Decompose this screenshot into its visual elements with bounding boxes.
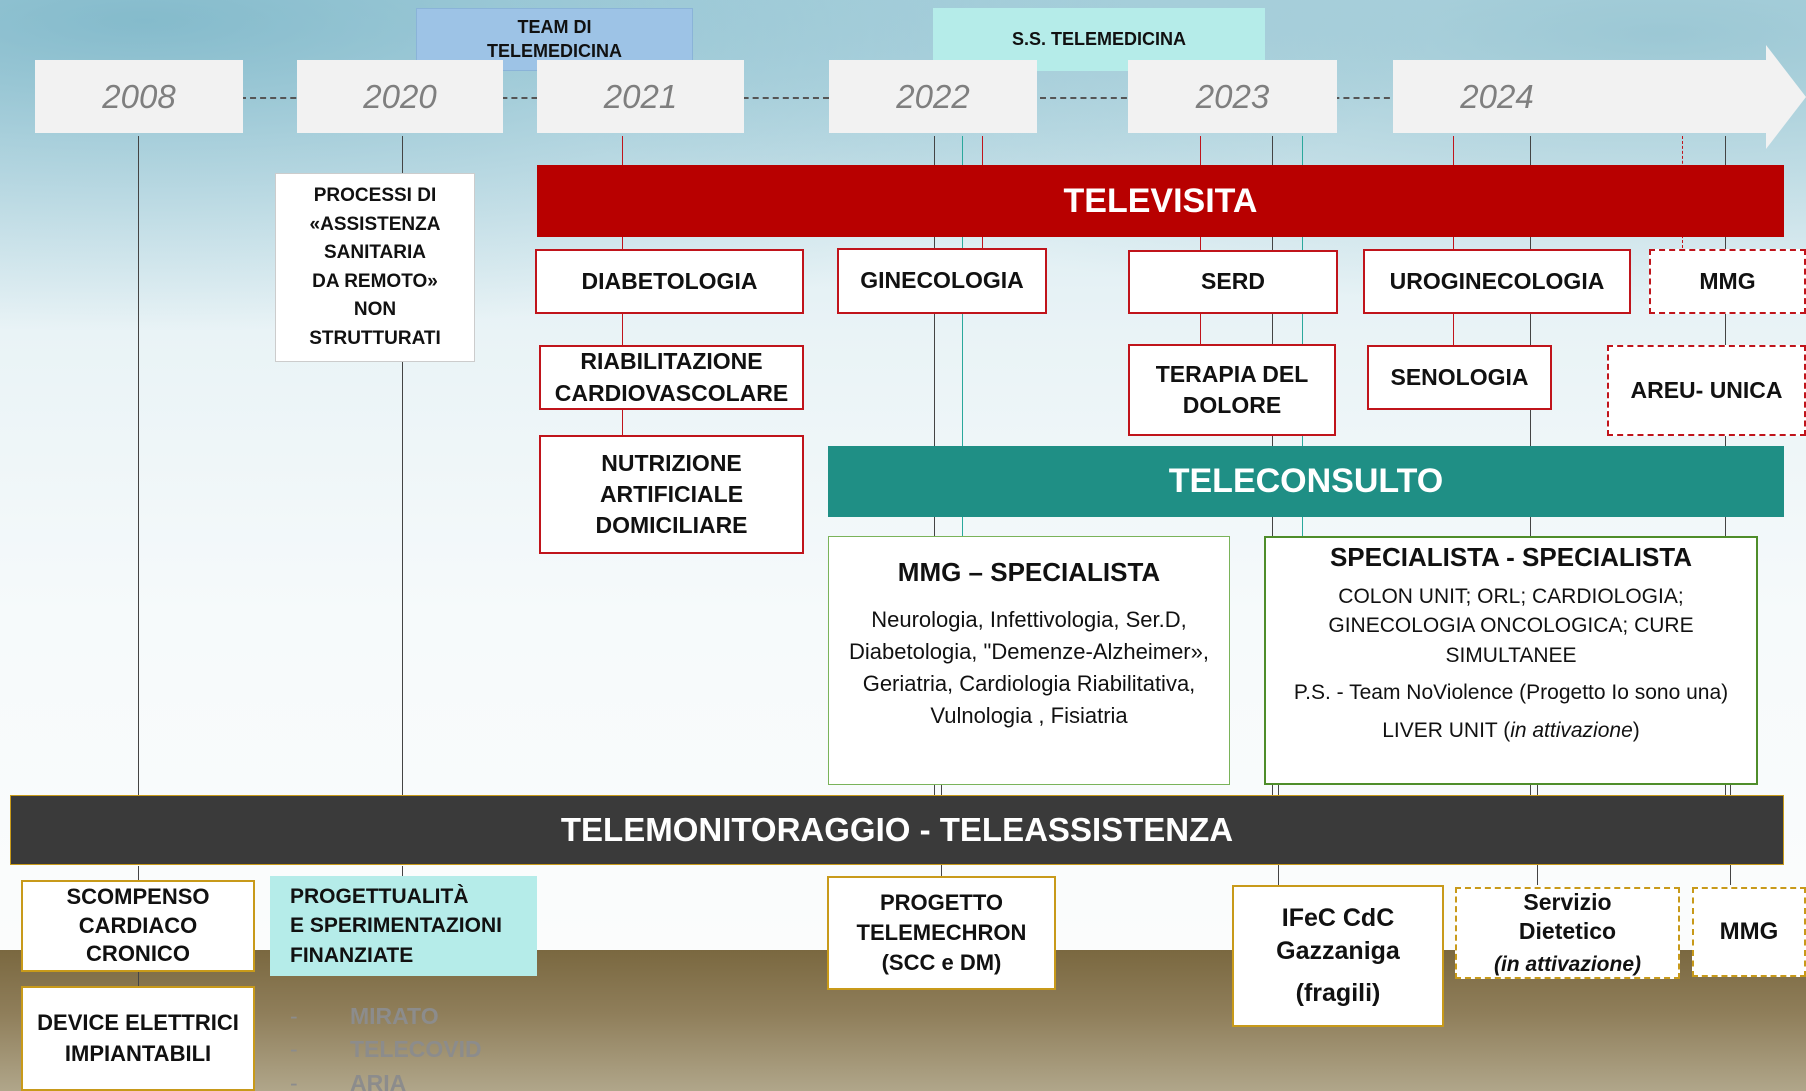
liver-unit-text: LIVER UNIT ( bbox=[1382, 718, 1511, 742]
servizio-dietetico-box: Servizio Dietetico (in attivazione) bbox=[1455, 887, 1680, 979]
uroginecologia-text: UROGINECOLOGIA bbox=[1389, 267, 1605, 294]
telemonitoraggio-title: TELEMONITORAGGIO - TELEASSISTENZA bbox=[560, 811, 1234, 848]
processi-text: PROCESSI DI «ASSISTENZA SANITARIA DA REM… bbox=[309, 185, 441, 349]
telemechron-box: PROGETTO TELEMECHRON (SCC e DM) bbox=[827, 876, 1056, 990]
riabilitazione-text: RIABILITAZIONE CARDIOVASCOLARE bbox=[554, 348, 789, 406]
serd-box: SERD bbox=[1128, 250, 1338, 314]
diabetologia-box: DIABETOLOGIA bbox=[535, 249, 804, 314]
connector-2023-a bbox=[1200, 136, 1201, 350]
areu-box: AREU- UNICA bbox=[1607, 345, 1806, 436]
ginecologia-box: GINECOLOGIA bbox=[837, 248, 1047, 314]
connector-2022-b bbox=[962, 136, 963, 536]
terapia-dolore-text: TERAPIA DEL DOLORE bbox=[1155, 360, 1309, 418]
senologia-box: SENOLOGIA bbox=[1367, 345, 1552, 410]
mmg-televisita-text: MMG bbox=[1699, 267, 1756, 294]
specialista-line3: LIVER UNIT (in attivazione) bbox=[1266, 716, 1756, 745]
connector-2020 bbox=[402, 136, 403, 796]
mmg-specialista-body: Neurologia, Infettivologia, Ser.D, Diabe… bbox=[849, 607, 1209, 728]
mmg-televisita-box: MMG bbox=[1649, 249, 1806, 314]
list-item: -TELECOVID bbox=[290, 1036, 482, 1063]
diabetologia-text: DIABETOLOGIA bbox=[581, 267, 758, 294]
connector-2021-lower bbox=[622, 236, 623, 448]
year-2021-text: 2021 bbox=[603, 77, 678, 115]
liver-unit-note: in attivazione bbox=[1510, 718, 1633, 742]
teleconsulto-band: TELECONSULTO bbox=[828, 446, 1784, 517]
specialista-specialista-title: SPECIALISTA - SPECIALISTA bbox=[1329, 542, 1693, 572]
servizio-dietetico-note: (in attivazione) bbox=[1493, 952, 1641, 976]
ifec-text: IFeC CdC Gazzaniga bbox=[1276, 904, 1400, 965]
ifec-box: IFeC CdC Gazzaniga (fragili) bbox=[1232, 885, 1444, 1027]
processi-box: PROCESSI DI «ASSISTENZA SANITARIA DA REM… bbox=[275, 173, 475, 362]
device-text: DEVICE ELETTRICI IMPIANTABILI bbox=[37, 1009, 239, 1066]
uroginecologia-box: UROGINECOLOGIA bbox=[1363, 249, 1631, 314]
ifec-note: (fragili) bbox=[1295, 979, 1381, 1008]
telecovid-text: TELECOVID bbox=[350, 1036, 482, 1063]
specialista-specialista-box: SPECIALISTA - SPECIALISTA COLON UNIT; OR… bbox=[1264, 536, 1758, 785]
telemechron-text: PROGETTO TELEMECHRON (SCC e DM) bbox=[856, 890, 1027, 975]
progettualita-text: PROGETTUALITÀ E SPERIMENTAZIONI FINANZIA… bbox=[290, 885, 502, 967]
areu-text: AREU- UNICA bbox=[1630, 376, 1783, 403]
serd-text: SERD bbox=[1201, 268, 1265, 295]
connector-2008 bbox=[138, 136, 139, 796]
progettualita-box: PROGETTUALITÀ E SPERIMENTAZIONI FINANZIA… bbox=[270, 876, 537, 976]
liver-unit-close: ) bbox=[1632, 718, 1640, 742]
senologia-text: SENOLOGIA bbox=[1390, 363, 1529, 390]
connector-2023-c bbox=[1302, 136, 1303, 536]
year-2020-text: 2020 bbox=[363, 77, 437, 115]
mmg-telemonitoraggio-box: MMG bbox=[1692, 887, 1806, 977]
year-2022-text: 2022 bbox=[896, 77, 970, 115]
mirato-text: MIRATO bbox=[350, 1003, 439, 1029]
timeline-arrow-body bbox=[1601, 60, 1766, 133]
year-2022: 2022 bbox=[829, 60, 1037, 133]
mmg-specialista-title: MMG – SPECIALISTA bbox=[897, 557, 1161, 587]
ss-telemedicina-label: S.S. TELEMEDICINA bbox=[933, 8, 1265, 71]
mmg-telemonitoraggio-text: MMG bbox=[1719, 917, 1779, 945]
team-telemedicina-text: TEAM DI TELEMEDICINA bbox=[487, 17, 622, 61]
year-2024: 2024 bbox=[1393, 60, 1601, 133]
year-2008-text: 2008 bbox=[102, 77, 176, 115]
servizio-dietetico-text: Servizio Dietetico bbox=[1518, 889, 1617, 944]
list-item: -MIRATO bbox=[290, 1003, 439, 1029]
televisita-band: TELEVISITA bbox=[537, 165, 1784, 237]
year-2023-text: 2023 bbox=[1195, 77, 1270, 115]
riabilitazione-box: RIABILITAZIONE CARDIOVASCOLARE bbox=[539, 345, 804, 410]
aria-text: ARIA bbox=[350, 1069, 407, 1091]
telemonitoraggio-band: TELEMONITORAGGIO - TELEASSISTENZA bbox=[10, 795, 1784, 865]
ginecologia-text: GINECOLOGIA bbox=[860, 267, 1024, 294]
mmg-specialista-box: MMG – SPECIALISTA Neurologia, Infettivol… bbox=[828, 536, 1230, 785]
scompenso-text: SCOMPENSO CARDIACO CRONICO bbox=[66, 884, 210, 967]
televisita-title: TELEVISITA bbox=[1063, 181, 1258, 220]
teleconsulto-title: TELECONSULTO bbox=[1168, 462, 1444, 500]
terapia-dolore-box: TERAPIA DEL DOLORE bbox=[1128, 344, 1336, 436]
nutrizione-text: NUTRIZIONE ARTIFICIALE DOMICILIARE bbox=[595, 449, 748, 539]
connector-2021 bbox=[622, 136, 623, 166]
ss-telemedicina-text: S.S. TELEMEDICINA bbox=[1011, 28, 1186, 49]
year-2023: 2023 bbox=[1128, 60, 1337, 133]
nutrizione-box: NUTRIZIONE ARTIFICIALE DOMICILIARE bbox=[539, 435, 804, 554]
list-item: -ARIA bbox=[290, 1067, 482, 1091]
specialista-line1: COLON UNIT; ORL; CARDIOLOGIA; GINECOLOGI… bbox=[1328, 585, 1694, 667]
year-2008: 2008 bbox=[35, 60, 243, 133]
timeline-arrow-head bbox=[1766, 45, 1806, 149]
year-2021: 2021 bbox=[537, 60, 744, 133]
device-box: DEVICE ELETTRICI IMPIANTABILI bbox=[21, 986, 255, 1091]
year-2020: 2020 bbox=[297, 60, 503, 133]
year-2024-text: 2024 bbox=[1460, 77, 1534, 115]
specialista-line2: P.S. - Team NoViolence (Progetto Io sono… bbox=[1293, 681, 1729, 705]
progettualita-list: -MIRATO -TELECOVID -ARIA bbox=[290, 1000, 482, 1091]
scompenso-box: SCOMPENSO CARDIACO CRONICO bbox=[21, 880, 255, 972]
